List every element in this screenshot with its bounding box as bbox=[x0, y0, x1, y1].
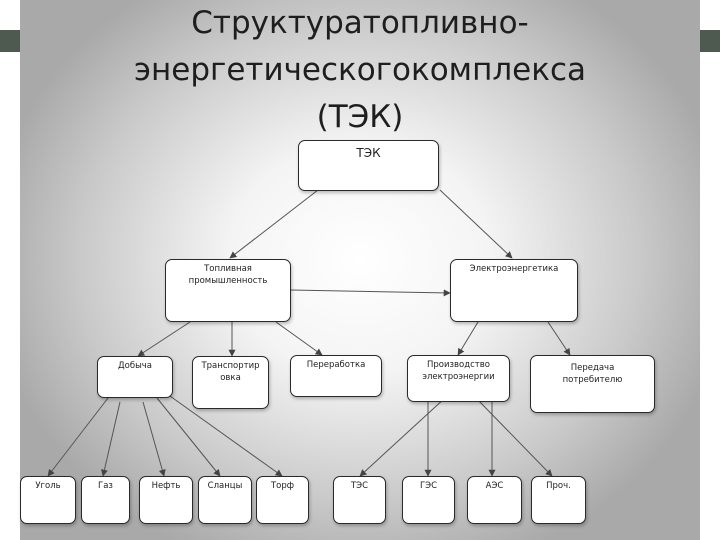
title-line-1: Структуратопливно- bbox=[191, 5, 529, 41]
node-transport: Транспортир овка bbox=[192, 356, 269, 409]
node-other: Проч. bbox=[531, 476, 586, 524]
node-power-industry: Электроэнергетика bbox=[450, 259, 578, 322]
node-generation: Производство электроэнергии bbox=[407, 355, 510, 402]
node-shale: Сланцы bbox=[198, 476, 252, 524]
title-line-3: (ТЭК) bbox=[316, 99, 404, 135]
edge-fuel-power bbox=[290, 289, 451, 297]
edge-extraction-shale bbox=[156, 397, 221, 477]
edge-extraction-peat bbox=[169, 395, 283, 477]
node-peat: Торф bbox=[256, 476, 309, 524]
node-ges: ГЭС bbox=[402, 476, 455, 524]
slide-title: Структуратопливно- энергетическогокомпле… bbox=[20, 0, 700, 141]
edge-fuel-extraction bbox=[137, 321, 191, 357]
edge-power-generation bbox=[457, 321, 479, 356]
edge-extraction-oil bbox=[142, 401, 166, 477]
node-extraction: Добыча bbox=[97, 356, 173, 398]
node-tes: ТЭС bbox=[333, 476, 386, 524]
edge-power-delivery bbox=[547, 321, 571, 356]
node-delivery: Передача потребителю bbox=[530, 355, 655, 413]
edge-generation-tes bbox=[359, 397, 446, 477]
node-oil: Нефть bbox=[139, 476, 193, 524]
node-fuel-industry: Топливная промышленность bbox=[165, 259, 291, 322]
edge-fuel-processing bbox=[275, 321, 323, 356]
title-line-2: энергетическогокомплекса bbox=[134, 52, 586, 88]
slide-background bbox=[20, 0, 700, 540]
edge-extraction-coal bbox=[47, 397, 109, 477]
node-coal: Уголь bbox=[20, 476, 76, 524]
edge-tek-power bbox=[439, 189, 513, 259]
node-gas: Газ bbox=[81, 476, 130, 524]
node-tek: ТЭК bbox=[298, 140, 439, 191]
edge-tek-fuel bbox=[229, 189, 319, 259]
edge-extraction-gas bbox=[100, 401, 121, 477]
node-aes: АЭС bbox=[467, 476, 522, 524]
node-processing: Переработка bbox=[290, 355, 382, 397]
edge-generation-other bbox=[475, 397, 553, 477]
